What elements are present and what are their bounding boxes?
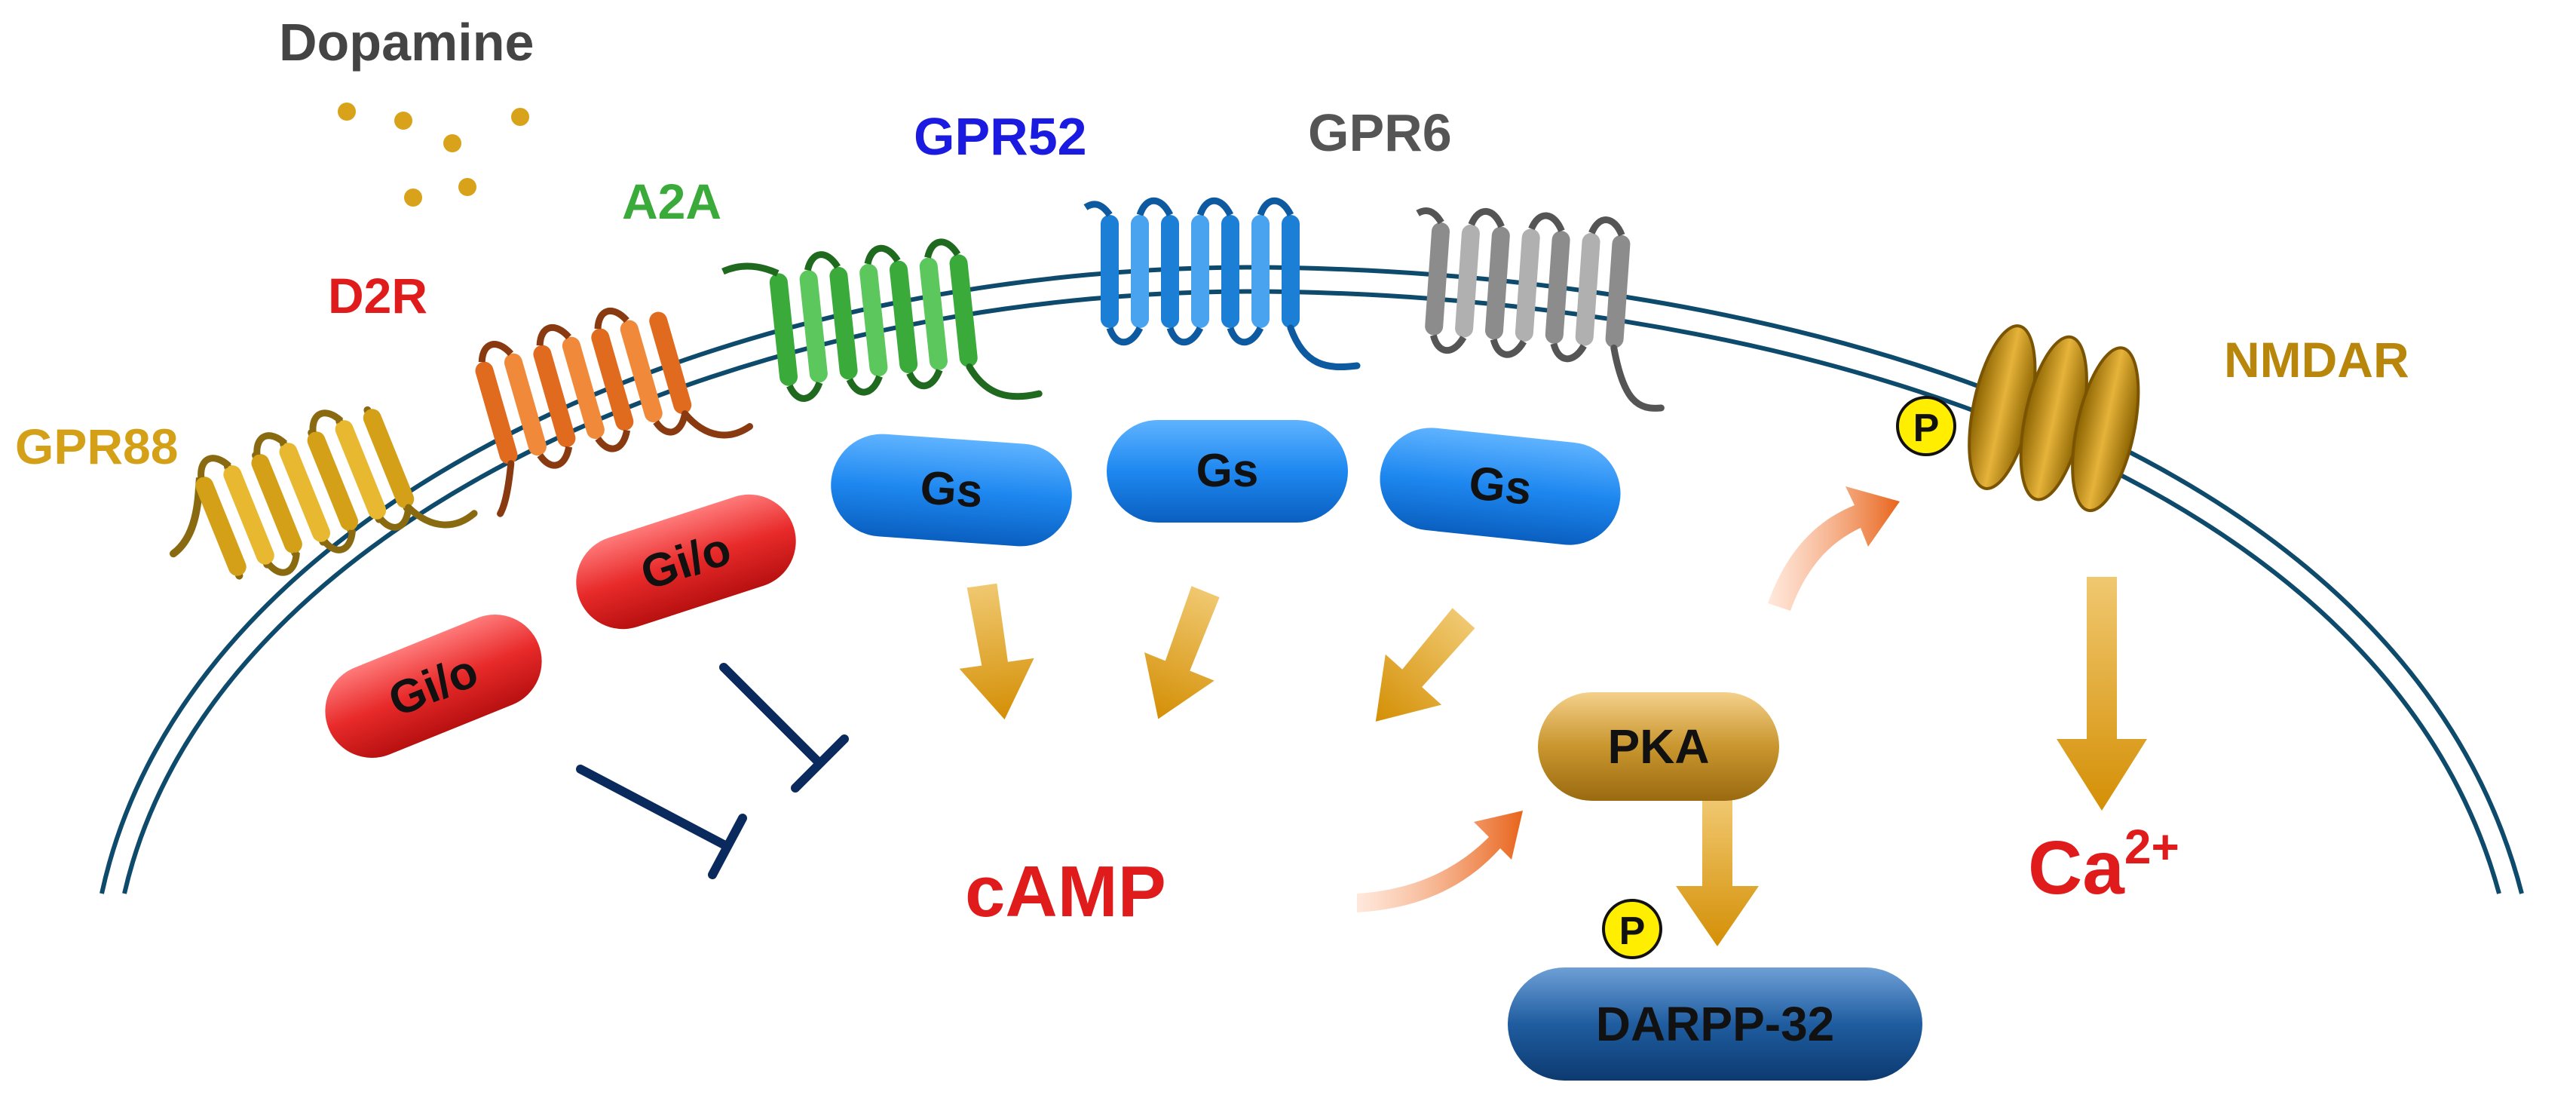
gs-protein-3: Gs: [1380, 428, 1621, 545]
a2a-receptor: [721, 238, 1043, 402]
arrow-nmdar-ca: [2057, 577, 2147, 811]
gpr6-label: GPR6: [1308, 103, 1452, 162]
gs-2-label: Gs: [1196, 445, 1259, 497]
gs-to-camp-arrows: [959, 583, 1475, 722]
gs-3-label: Gs: [1466, 457, 1533, 515]
gpr52-receptor: [1083, 197, 1361, 371]
phospho-badge-nmdar: P: [1896, 396, 1956, 456]
d2r-label: D2R: [328, 268, 427, 323]
gs-1-label: Gs: [918, 461, 984, 518]
dopamine-molecules: [338, 103, 529, 207]
arrow-pka-darpp: [1676, 799, 1759, 946]
gpr6-receptor: [1416, 207, 1665, 412]
gpr52-label: GPR52: [914, 107, 1087, 166]
calcium-label: Ca2+: [2028, 820, 2179, 910]
nmdar-label: NMDAR: [2224, 332, 2409, 388]
gs-protein-1: Gs: [831, 434, 1072, 547]
inhibit-line-left: [576, 765, 728, 849]
inhibit-bar-left: [708, 814, 747, 879]
gs-protein-2: Gs: [1107, 420, 1348, 523]
calcium-charge: 2+: [2124, 820, 2179, 874]
camp-label: cAMP: [965, 851, 1166, 932]
d2r-receptor: [475, 307, 754, 517]
arrow-gs3-camp: [1375, 608, 1475, 722]
nmdar-channel: [1968, 324, 2140, 513]
gpr88-label: GPR88: [15, 419, 178, 474]
darpp32-protein: DARPP-32: [1508, 967, 1922, 1081]
gio-inhibition: [576, 663, 849, 879]
arrow-camp-pka: [1357, 811, 1523, 912]
gio-protein-right: Gi/o: [576, 494, 796, 630]
pka-label: PKA: [1607, 719, 1709, 774]
darpp32-label: DARPP-32: [1596, 997, 1835, 1051]
a2a-label: A2A: [622, 173, 721, 229]
gio-protein-left: Gi/o: [325, 615, 542, 758]
phospho-darpp-label: P: [1619, 909, 1646, 953]
gpr88-receptor: [169, 406, 478, 580]
arrow-pka-nmdar: [1768, 486, 1900, 611]
pka-protein: PKA: [1538, 692, 1779, 801]
dopamine-label: Dopamine: [279, 13, 534, 72]
arrow-gs2-camp: [1144, 586, 1220, 719]
calcium-base: Ca: [2028, 826, 2125, 910]
inhibit-bar-right: [791, 734, 849, 793]
arrow-gs1-camp: [959, 583, 1034, 720]
phospho-nmdar-label: P: [1913, 406, 1940, 450]
inhibit-line-right: [719, 663, 822, 766]
orange-arrows: [1357, 486, 1900, 912]
phospho-badge-darpp: P: [1602, 899, 1662, 959]
